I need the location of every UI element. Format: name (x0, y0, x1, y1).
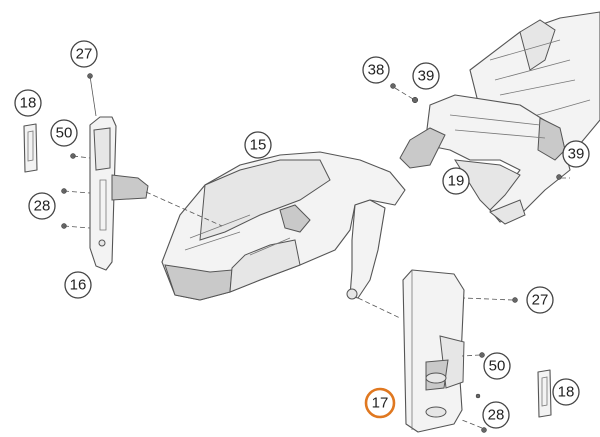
callout-15: 15 (244, 131, 272, 159)
svg-text:18: 18 (558, 384, 575, 401)
callout-17-highlighted: 17 (364, 387, 396, 419)
callout-39-top: 39 (412, 62, 440, 90)
svg-text:18: 18 (20, 95, 37, 112)
svg-text:28: 28 (488, 407, 505, 424)
callout-28-right: 28 (482, 401, 510, 429)
sticker-right (537, 369, 552, 418)
front-fender (161, 151, 406, 301)
svg-text:27: 27 (532, 292, 549, 309)
left-fork-guard (89, 116, 223, 271)
callout-50-right: 50 (483, 352, 511, 380)
callout-16: 16 (64, 271, 92, 299)
svg-text:16: 16 (70, 277, 87, 294)
svg-text:15: 15 (250, 137, 267, 154)
svg-text:39: 39 (568, 146, 585, 163)
callout-38: 38 (362, 56, 390, 84)
svg-text:50: 50 (56, 125, 73, 142)
callout-39-right: 39 (562, 140, 590, 168)
svg-text:28: 28 (34, 198, 51, 215)
sticker-left (23, 123, 38, 173)
right-fork-guard (402, 269, 465, 433)
svg-text:50: 50 (489, 358, 506, 375)
callout-18-left: 18 (14, 89, 42, 117)
svg-text:38: 38 (368, 62, 385, 79)
callout-27-top: 27 (70, 40, 98, 68)
rear-fender-assembly (399, 11, 600, 225)
svg-text:27: 27 (76, 46, 93, 63)
svg-text:39: 39 (418, 68, 435, 85)
callout-50-left: 50 (50, 119, 78, 147)
svg-text:17: 17 (372, 395, 389, 412)
leader-lines (63, 75, 570, 429)
callout-18-right: 18 (552, 378, 580, 406)
callout-19: 19 (442, 167, 470, 195)
svg-text:19: 19 (448, 173, 465, 190)
callout-27-right: 27 (526, 286, 554, 314)
callout-28-left: 28 (28, 192, 56, 220)
